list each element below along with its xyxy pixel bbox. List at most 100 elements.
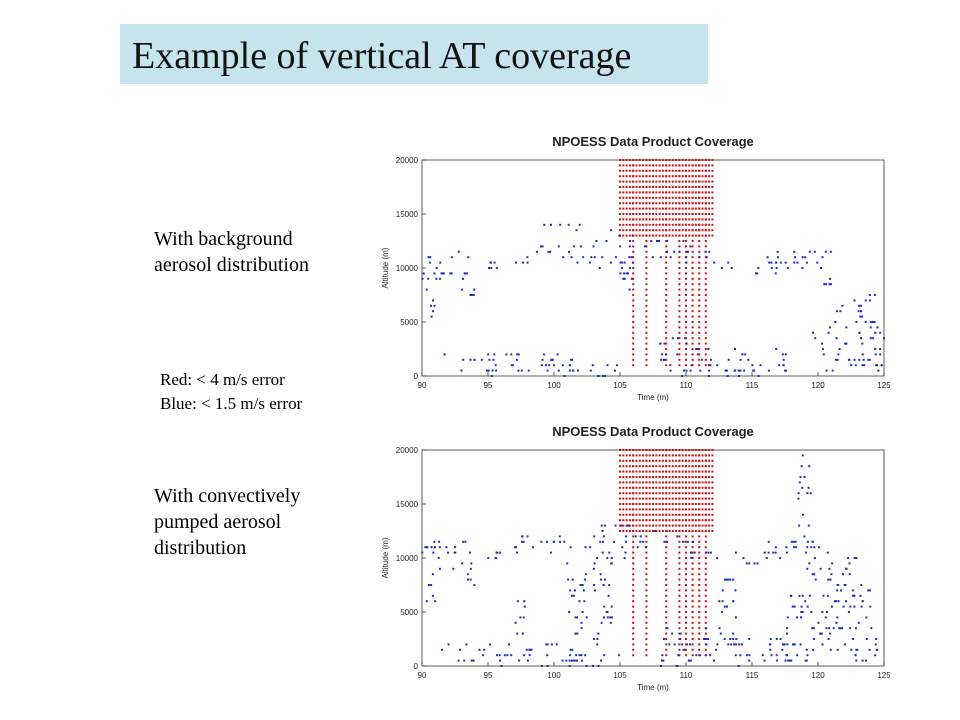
data-point	[642, 492, 645, 495]
data-point	[678, 513, 681, 516]
data-point	[704, 229, 707, 232]
data-point	[793, 546, 795, 549]
data-point	[567, 578, 570, 581]
data-point	[706, 638, 709, 640]
data-point	[822, 353, 825, 356]
data-point	[795, 546, 798, 549]
data-point	[668, 497, 671, 500]
data-point	[571, 578, 574, 581]
data-point	[708, 524, 711, 527]
data-point	[685, 191, 687, 194]
y-tick-label: 0	[414, 372, 419, 381]
y-tick-label: 10000	[396, 264, 419, 273]
data-point	[645, 180, 648, 183]
data-point	[678, 643, 681, 646]
data-point	[463, 272, 466, 275]
data-point	[503, 654, 506, 657]
data-point	[466, 573, 469, 576]
data-point	[698, 492, 701, 495]
data-point	[685, 180, 687, 183]
data-point	[774, 546, 777, 549]
data-point	[562, 256, 565, 259]
data-point	[569, 589, 572, 592]
data-point	[678, 497, 681, 500]
data-point	[645, 191, 648, 194]
data-point	[691, 578, 694, 581]
data-point	[768, 643, 771, 646]
data-point	[546, 665, 549, 667]
data-point	[701, 508, 704, 511]
data-point	[668, 492, 671, 495]
data-point	[675, 191, 678, 194]
data-point	[652, 465, 654, 468]
data-point	[580, 659, 583, 662]
data-point	[685, 202, 687, 205]
data-point	[685, 369, 688, 372]
data-point	[691, 159, 694, 161]
data-point	[628, 519, 631, 522]
data-point	[550, 223, 552, 226]
data-point	[496, 551, 499, 554]
data-point	[668, 175, 671, 178]
data-point	[678, 540, 681, 543]
data-point	[701, 358, 704, 361]
data-point	[678, 229, 681, 232]
data-point	[707, 375, 710, 377]
data-point	[805, 648, 808, 651]
data-point	[694, 196, 697, 199]
data-point	[576, 632, 579, 635]
data-point	[704, 326, 707, 329]
data-point	[678, 277, 681, 280]
data-point	[698, 611, 701, 613]
data-point	[853, 358, 856, 361]
data-point	[678, 557, 681, 559]
data-point	[632, 551, 635, 554]
data-point	[658, 207, 661, 210]
data-point	[668, 218, 671, 221]
data-point	[687, 250, 690, 253]
data-point	[711, 207, 714, 210]
data-point	[685, 213, 687, 215]
data-point	[685, 519, 687, 522]
data-point	[567, 223, 570, 226]
data-point	[691, 331, 694, 334]
data-point	[708, 207, 711, 210]
data-point	[655, 234, 658, 237]
data-point	[632, 294, 635, 296]
data-point	[540, 364, 543, 367]
data-point	[638, 186, 641, 188]
data-point	[691, 530, 694, 532]
data-point	[514, 621, 517, 624]
data-point	[698, 486, 701, 489]
data-point	[737, 369, 740, 372]
data-point	[688, 476, 691, 478]
data-point	[691, 600, 694, 603]
data-point	[711, 459, 714, 462]
data-point	[638, 524, 641, 527]
data-point	[694, 207, 697, 210]
data-point	[602, 375, 604, 377]
data-point	[703, 638, 706, 640]
data-point	[679, 638, 682, 640]
data-point	[528, 654, 531, 657]
data-point	[811, 627, 814, 630]
data-point	[632, 342, 635, 345]
data-point	[635, 234, 638, 237]
data-point	[708, 497, 711, 500]
data-point	[708, 202, 711, 205]
data-point	[610, 229, 613, 232]
data-point	[733, 369, 736, 372]
data-point	[665, 256, 668, 259]
data-point	[438, 540, 441, 543]
data-point	[569, 648, 572, 651]
data-point	[665, 481, 668, 484]
data-point	[652, 492, 654, 495]
data-point	[599, 573, 602, 576]
data-point	[648, 481, 651, 484]
data-point	[652, 524, 654, 527]
data-point	[648, 191, 651, 194]
data-point	[645, 621, 648, 624]
data-point	[668, 207, 671, 210]
data-point	[619, 169, 621, 172]
data-point	[704, 465, 707, 468]
